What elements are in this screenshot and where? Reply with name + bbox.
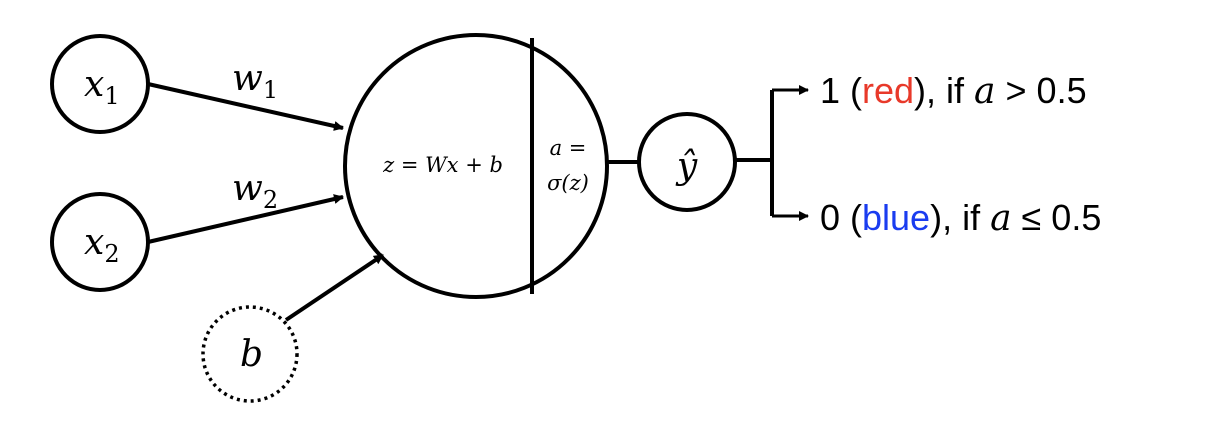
output-rule-0: 0 (blue), if a ≤ 0.5 xyxy=(820,197,1101,239)
edge-x2 xyxy=(147,194,344,244)
bias-node xyxy=(201,305,299,403)
edge-x1 xyxy=(147,82,344,131)
activation-line2: σ(z) xyxy=(547,171,589,195)
x2-label: x2 xyxy=(84,222,120,268)
output-rule-1: 1 (red), if a > 0.5 xyxy=(820,70,1087,112)
b-label: b xyxy=(240,334,263,375)
y-hat-label: ŷ xyxy=(675,146,698,187)
edge-b xyxy=(284,253,385,322)
w2-label: w2 xyxy=(232,168,278,214)
x1-label: x1 xyxy=(84,64,120,110)
activation-line1: a = xyxy=(550,136,587,160)
w1-label: w1 xyxy=(232,58,278,104)
linear-equation: z = Wx + b xyxy=(382,153,503,177)
neuron-node xyxy=(343,33,609,299)
